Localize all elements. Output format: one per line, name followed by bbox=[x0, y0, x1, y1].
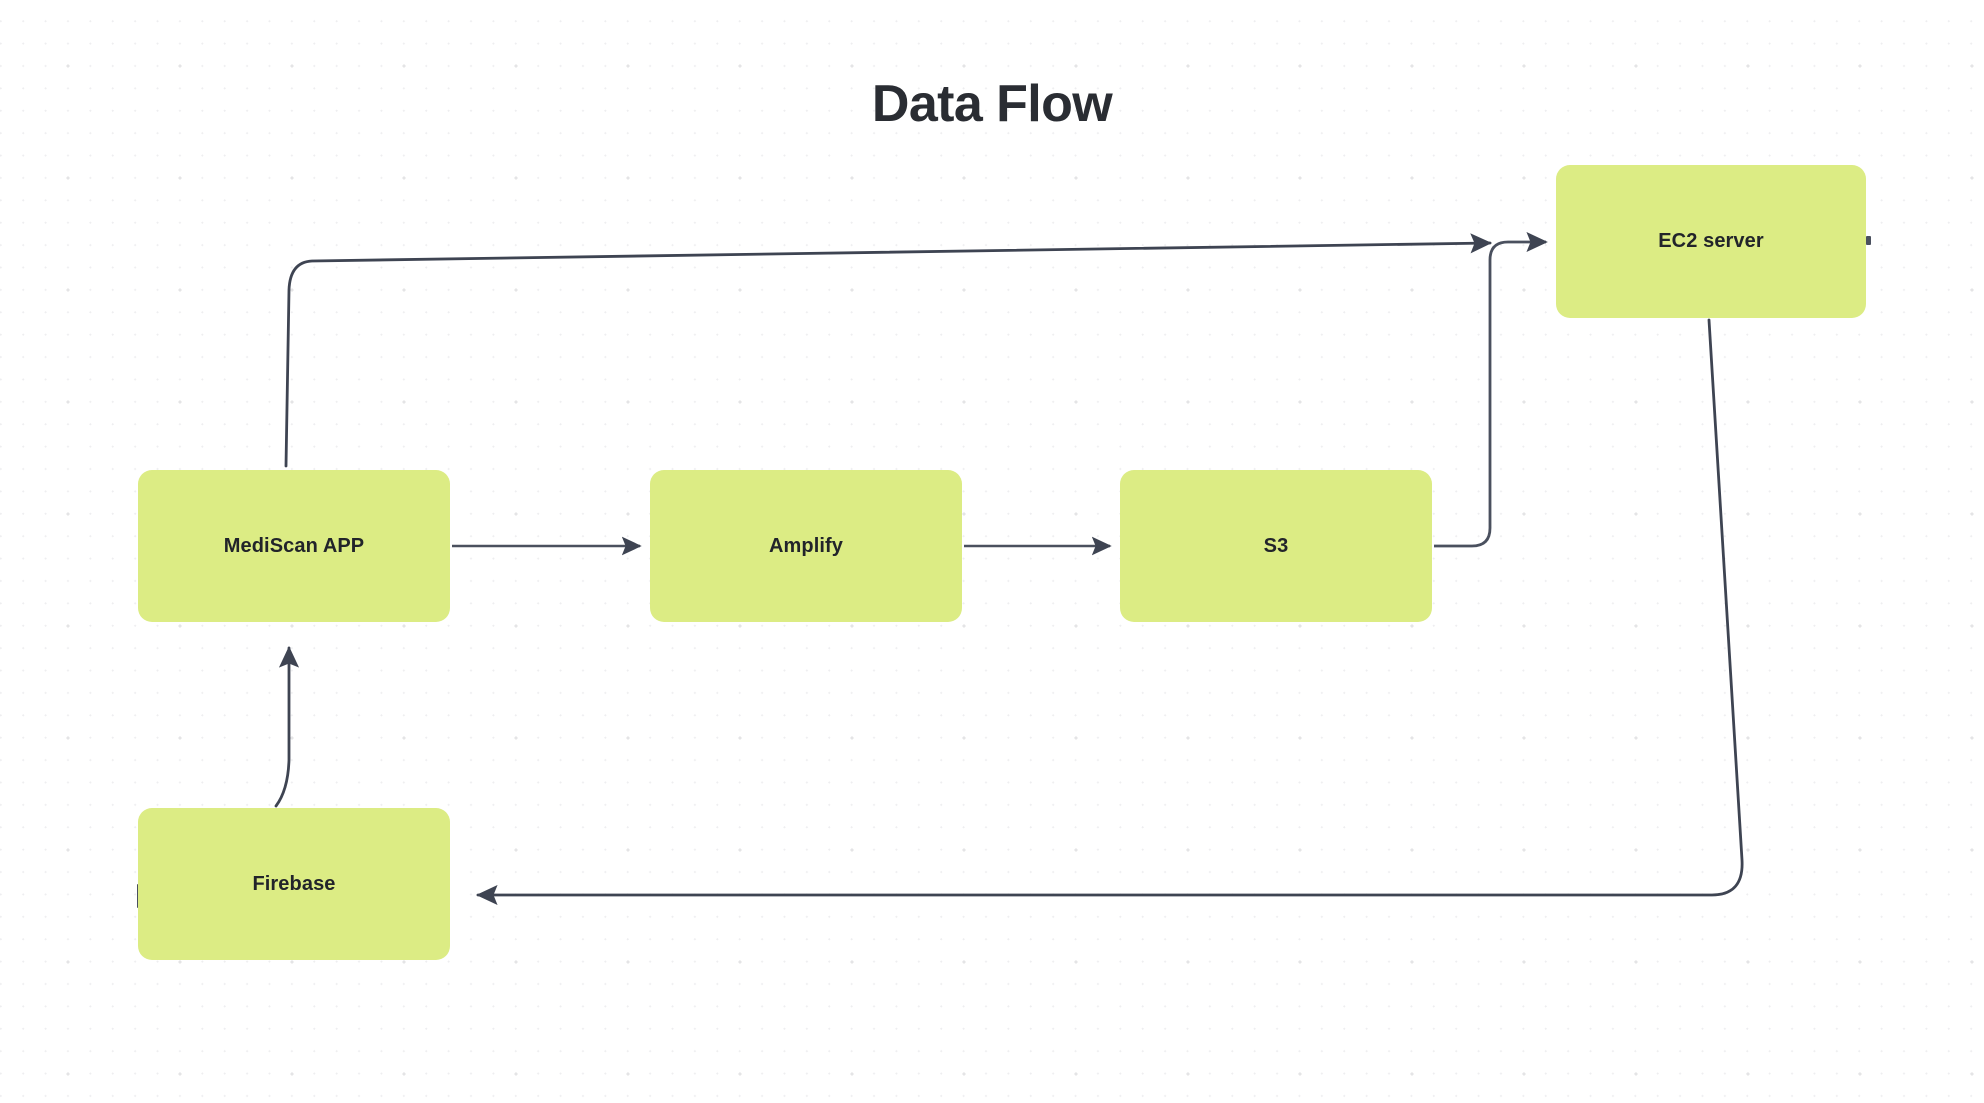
node-label: EC2 server bbox=[1658, 230, 1764, 252]
edge-mediscan-to-ec2 bbox=[284, 233, 1492, 468]
node-amplify[interactable]: Amplify bbox=[650, 470, 962, 622]
node-ec2-server[interactable]: EC2 server bbox=[1556, 165, 1866, 318]
connector-stub-ec2-right bbox=[1866, 236, 1871, 245]
node-mediscan-app[interactable]: MediScan APP bbox=[138, 470, 450, 622]
node-firebase[interactable]: Firebase bbox=[138, 808, 450, 960]
node-s3[interactable]: S3 bbox=[1120, 470, 1432, 622]
page-title: Data Flow bbox=[871, 75, 1113, 133]
edge-s3-to-ec2 bbox=[1434, 231, 1548, 548]
node-label: S3 bbox=[1263, 534, 1289, 557]
edge-firebase-to-mediscan bbox=[274, 646, 300, 808]
node-label: MediScan APP bbox=[223, 534, 365, 557]
node-label: Amplify bbox=[768, 534, 844, 557]
node-label: Firebase bbox=[252, 872, 336, 895]
